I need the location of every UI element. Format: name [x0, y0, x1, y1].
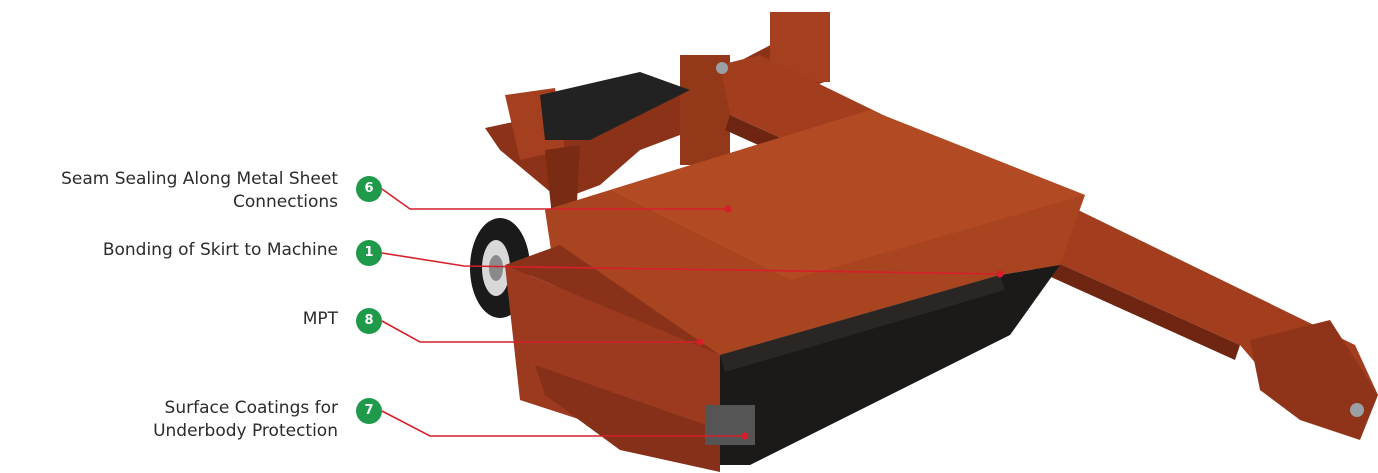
target-dot-6 — [724, 205, 732, 213]
target-dots — [696, 205, 1004, 440]
callout-label-line: Seam Sealing Along Metal Sheet — [61, 169, 338, 189]
leader-line-7 — [381, 410, 745, 437]
callout-number-badge: 6 — [356, 176, 382, 202]
leader-line-1 — [381, 252, 1001, 275]
leader-line-8 — [381, 320, 700, 343]
leader-line-6 — [381, 188, 728, 210]
leader-lines — [381, 188, 1001, 437]
callout-number-badge: 7 — [356, 398, 382, 424]
target-dot-1 — [996, 270, 1004, 278]
callout-label-1: Bonding of Skirt to Machine — [103, 239, 338, 262]
callout-label-line: MPT — [302, 309, 338, 329]
mower-deck — [505, 110, 1085, 472]
target-dot-8 — [696, 338, 704, 346]
callout-number-badge: 1 — [356, 240, 382, 266]
callout-label-line: Underbody Protection — [153, 421, 338, 441]
callout-number-badge: 8 — [356, 308, 382, 334]
callout-label-line: Surface Coatings for — [164, 398, 338, 418]
callout-label-line: Bonding of Skirt to Machine — [102, 240, 338, 260]
target-dot-7 — [741, 432, 749, 440]
callout-label-8: MPT — [303, 308, 338, 331]
callout-label-line: Connections — [232, 192, 338, 212]
